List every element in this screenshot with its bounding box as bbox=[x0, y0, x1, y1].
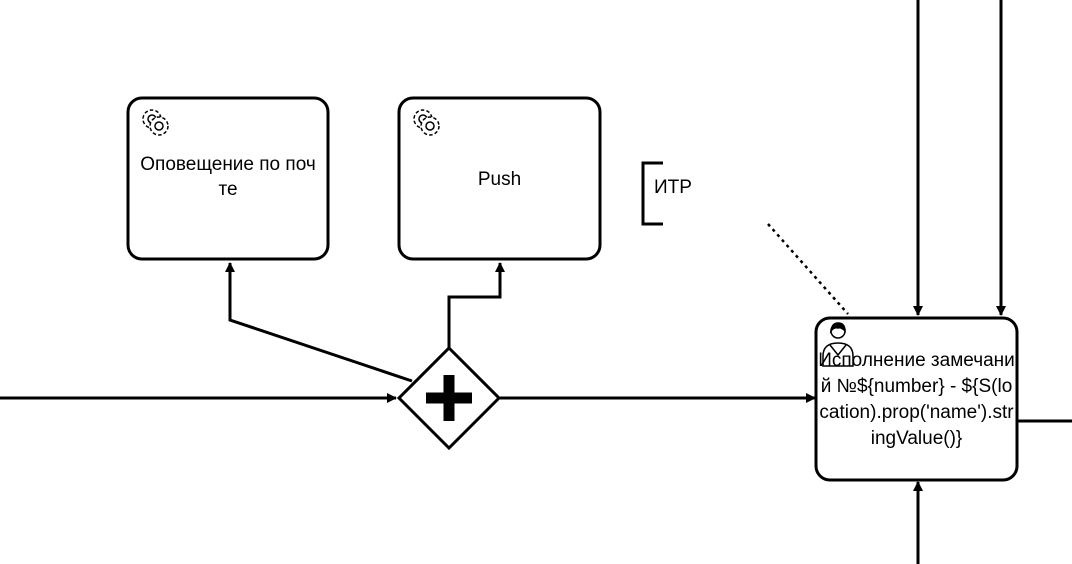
user-icon bbox=[822, 322, 854, 367]
task-push-label: Push bbox=[477, 168, 522, 190]
flow-gateway-to-push[interactable] bbox=[447, 262, 505, 351]
flow-gateway-to-email[interactable] bbox=[225, 262, 413, 383]
gear-icon bbox=[413, 109, 440, 136]
task-fix-remarks-label: Исполнение замечаний №${number} - ${S(lo… bbox=[818, 350, 1015, 449]
task-email-notification-label: Оповещение по почте bbox=[140, 154, 316, 200]
annotation-bracket[interactable] bbox=[641, 161, 663, 226]
task-fix-remarks[interactable] bbox=[814, 316, 1019, 482]
annotation-text: ИТР bbox=[654, 177, 692, 198]
plus-icon bbox=[426, 375, 472, 421]
annotation-association[interactable] bbox=[767, 223, 849, 315]
gear-icon bbox=[142, 109, 169, 136]
task-push[interactable] bbox=[397, 96, 602, 261]
task-email-notification[interactable] bbox=[126, 96, 330, 261]
